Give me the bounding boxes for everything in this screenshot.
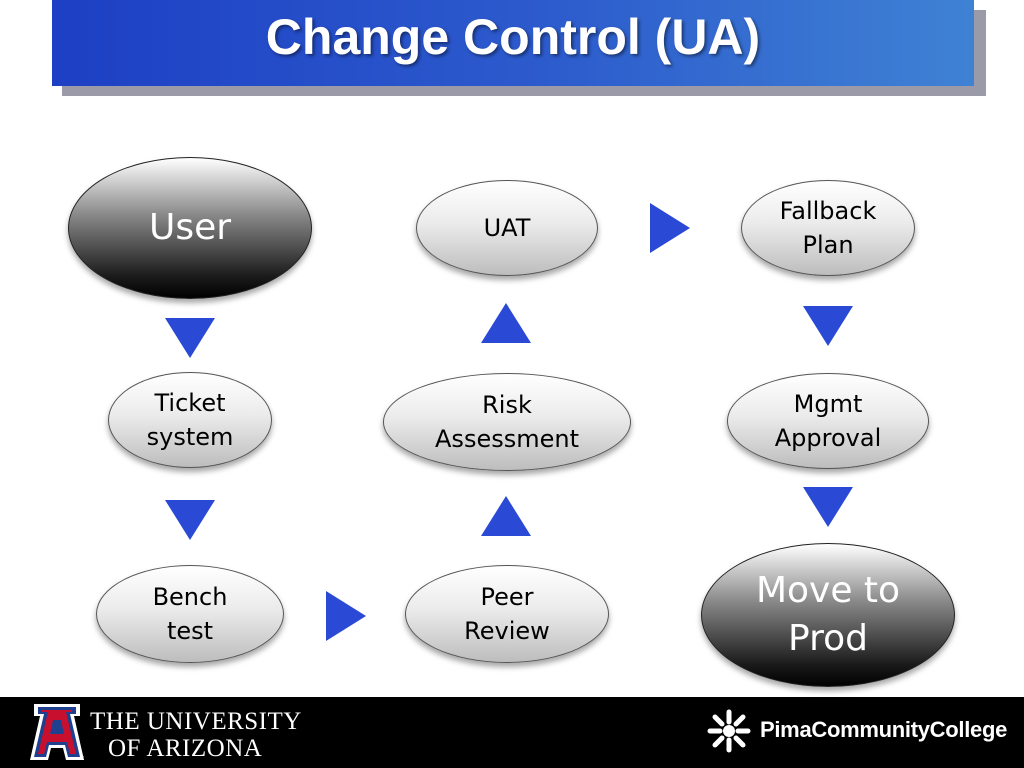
arrow-down-icon (803, 306, 853, 346)
ua-logo-mark: ® (82, 755, 84, 760)
arrow-down-icon (165, 318, 215, 358)
footer-bar: ® THE UNIVERSITY OF ARIZONA PimaCommunit… (0, 697, 1024, 768)
node-move-to-prod-label: Move to Prod (755, 570, 901, 659)
arrow-right-icon (650, 203, 690, 253)
title-bar (52, 0, 974, 86)
node-uat: UAT (416, 180, 598, 276)
node-bench-test-label: Bench test (152, 583, 228, 645)
arrow-up-icon (481, 496, 531, 536)
node-mgmt-approval: Mgmt Approval (727, 373, 929, 469)
university-name-line1: THE UNIVERSITY (90, 708, 302, 735)
arrow-up-icon (481, 303, 531, 343)
node-mgmt-approval-label: Mgmt Approval (774, 390, 882, 452)
node-user: User (68, 157, 312, 299)
arrow-down-icon (803, 487, 853, 527)
slide-title: Change Control (UA) (265, 9, 761, 65)
node-risk-assessment: Risk Assessment (383, 373, 631, 471)
node-ticket-system-label: Ticket system (146, 389, 234, 451)
node-peer-review: Peer Review (405, 565, 609, 663)
node-uat-label: UAT (483, 214, 531, 242)
university-of-arizona-logo-icon: ® (30, 704, 84, 760)
node-peer-review-label: Peer Review (464, 583, 550, 645)
node-fallback-plan-label: Fallback Plan (779, 197, 877, 259)
node-ticket-system: Ticket system (108, 372, 272, 468)
node-risk-assessment-label: Risk Assessment (435, 391, 579, 453)
arrow-right-icon (326, 591, 366, 641)
node-bench-test: Bench test (96, 565, 284, 663)
node-move-to-prod: Move to Prod (701, 543, 955, 687)
node-user-label: User (148, 207, 232, 248)
pima-community-college-logo-icon (707, 709, 751, 753)
arrow-down-icon (165, 500, 215, 540)
node-fallback-plan: Fallback Plan (741, 180, 915, 276)
university-name-line2: OF ARIZONA (108, 735, 263, 762)
pima-community-college-name: PimaCommunityCollege (760, 717, 1008, 742)
